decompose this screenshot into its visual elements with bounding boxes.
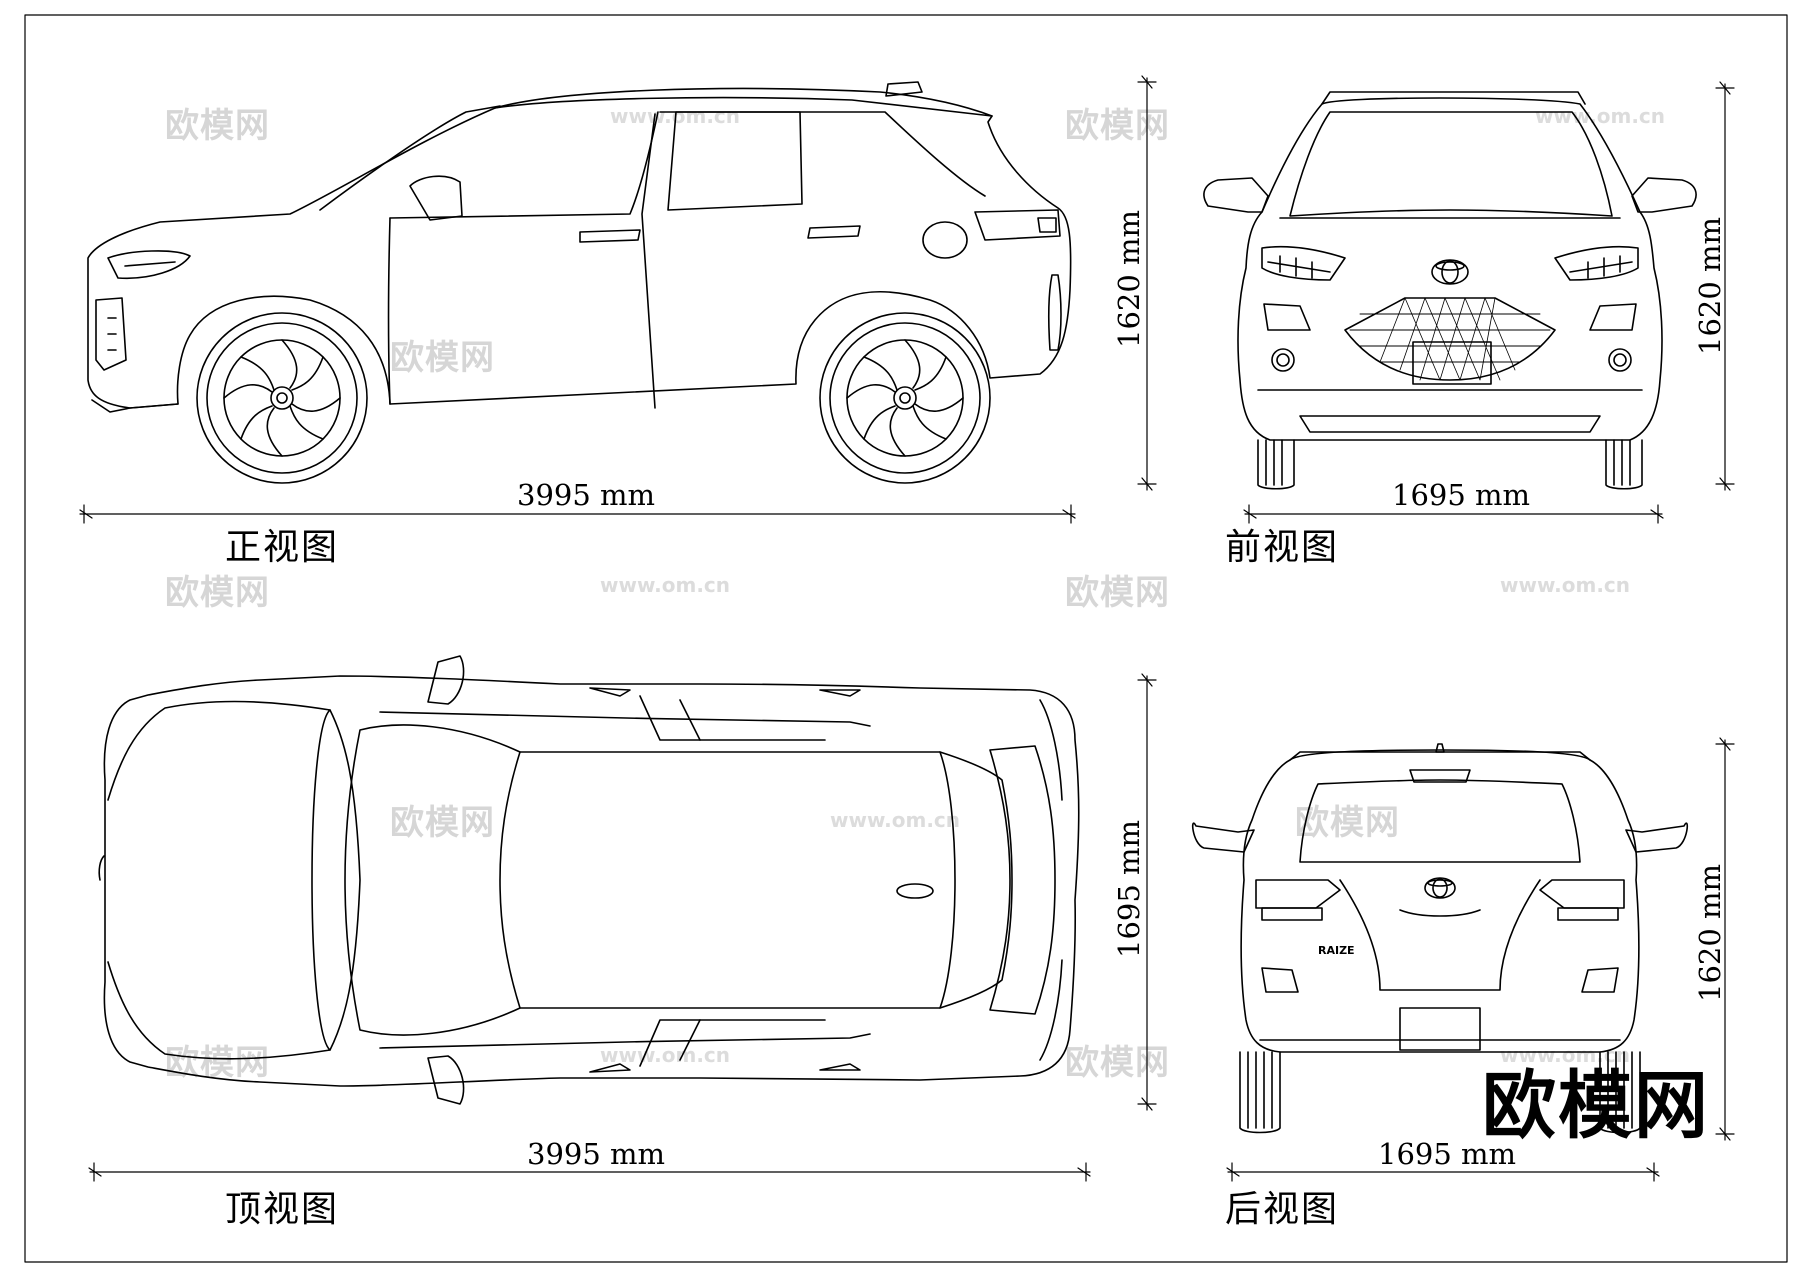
watermark-logo: 欧模网 xyxy=(390,803,495,843)
rear-model-badge: RAIZE xyxy=(1318,944,1355,957)
watermark-url: www.om.cn xyxy=(1535,104,1666,128)
brand-logo-text: 欧模网 xyxy=(1482,1063,1710,1149)
watermark-url: www.om.cn xyxy=(1500,573,1631,597)
watermark-logo: 欧模网 xyxy=(165,106,270,146)
side-view-car xyxy=(87,81,1072,484)
dim-side-height: 1620 mm xyxy=(1112,209,1146,348)
toyota-logo-front xyxy=(1431,259,1469,285)
front-view-car xyxy=(1203,91,1697,490)
dim-front-height: 1620 mm xyxy=(1693,216,1727,355)
watermark-logo: 欧模网 xyxy=(165,1043,270,1083)
rear-view-car xyxy=(1191,743,1689,1134)
rear-license-plate xyxy=(1399,1007,1481,1051)
dim-top-width: 1695 mm xyxy=(1112,819,1146,958)
dim-front-width: 1695 mm xyxy=(1392,478,1531,512)
title-top-view: 顶视图 xyxy=(225,1189,340,1230)
watermark-url: www.om.cn xyxy=(830,808,961,832)
dim-line-side-length xyxy=(79,504,1076,524)
title-rear-view: 后视图 xyxy=(1225,1189,1340,1230)
watermark-logo: 欧模网 xyxy=(1065,573,1170,613)
dim-side-length: 3995 mm xyxy=(517,478,656,512)
watermark-url: www.om.cn xyxy=(600,573,731,597)
dim-line-side-height xyxy=(1137,75,1157,491)
wheel-front xyxy=(196,312,368,484)
watermark-logo: 欧模网 xyxy=(1065,1043,1170,1083)
dim-rear-height: 1620 mm xyxy=(1693,863,1727,1002)
dim-top-length: 3995 mm xyxy=(527,1137,666,1171)
dim-line-front-width xyxy=(1243,504,1664,524)
watermark-logo: 欧模网 xyxy=(1065,106,1170,146)
sheet-frame xyxy=(24,14,1788,1263)
watermark-logo: 欧模网 xyxy=(165,573,270,613)
watermark-logo: 欧模网 xyxy=(390,338,495,378)
front-license-plate xyxy=(1412,341,1492,385)
dim-line-top-width xyxy=(1137,673,1157,1111)
watermark-logo: 欧模网 xyxy=(1295,803,1400,843)
watermark-url: www.om.cn xyxy=(600,1043,731,1067)
title-front-view: 前视图 xyxy=(1225,527,1340,568)
dim-line-top-length xyxy=(88,1162,1091,1182)
dim-rear-width: 1695 mm xyxy=(1378,1137,1517,1171)
top-view-car xyxy=(98,655,1080,1105)
title-side-view: 正视图 xyxy=(225,527,340,568)
dim-line-rear-height xyxy=(1715,737,1735,1141)
dim-line-front-height xyxy=(1715,81,1735,491)
toyota-logo-rear xyxy=(1424,877,1456,899)
dim-line-rear-width xyxy=(1226,1162,1660,1182)
wheel-rear xyxy=(819,312,991,484)
